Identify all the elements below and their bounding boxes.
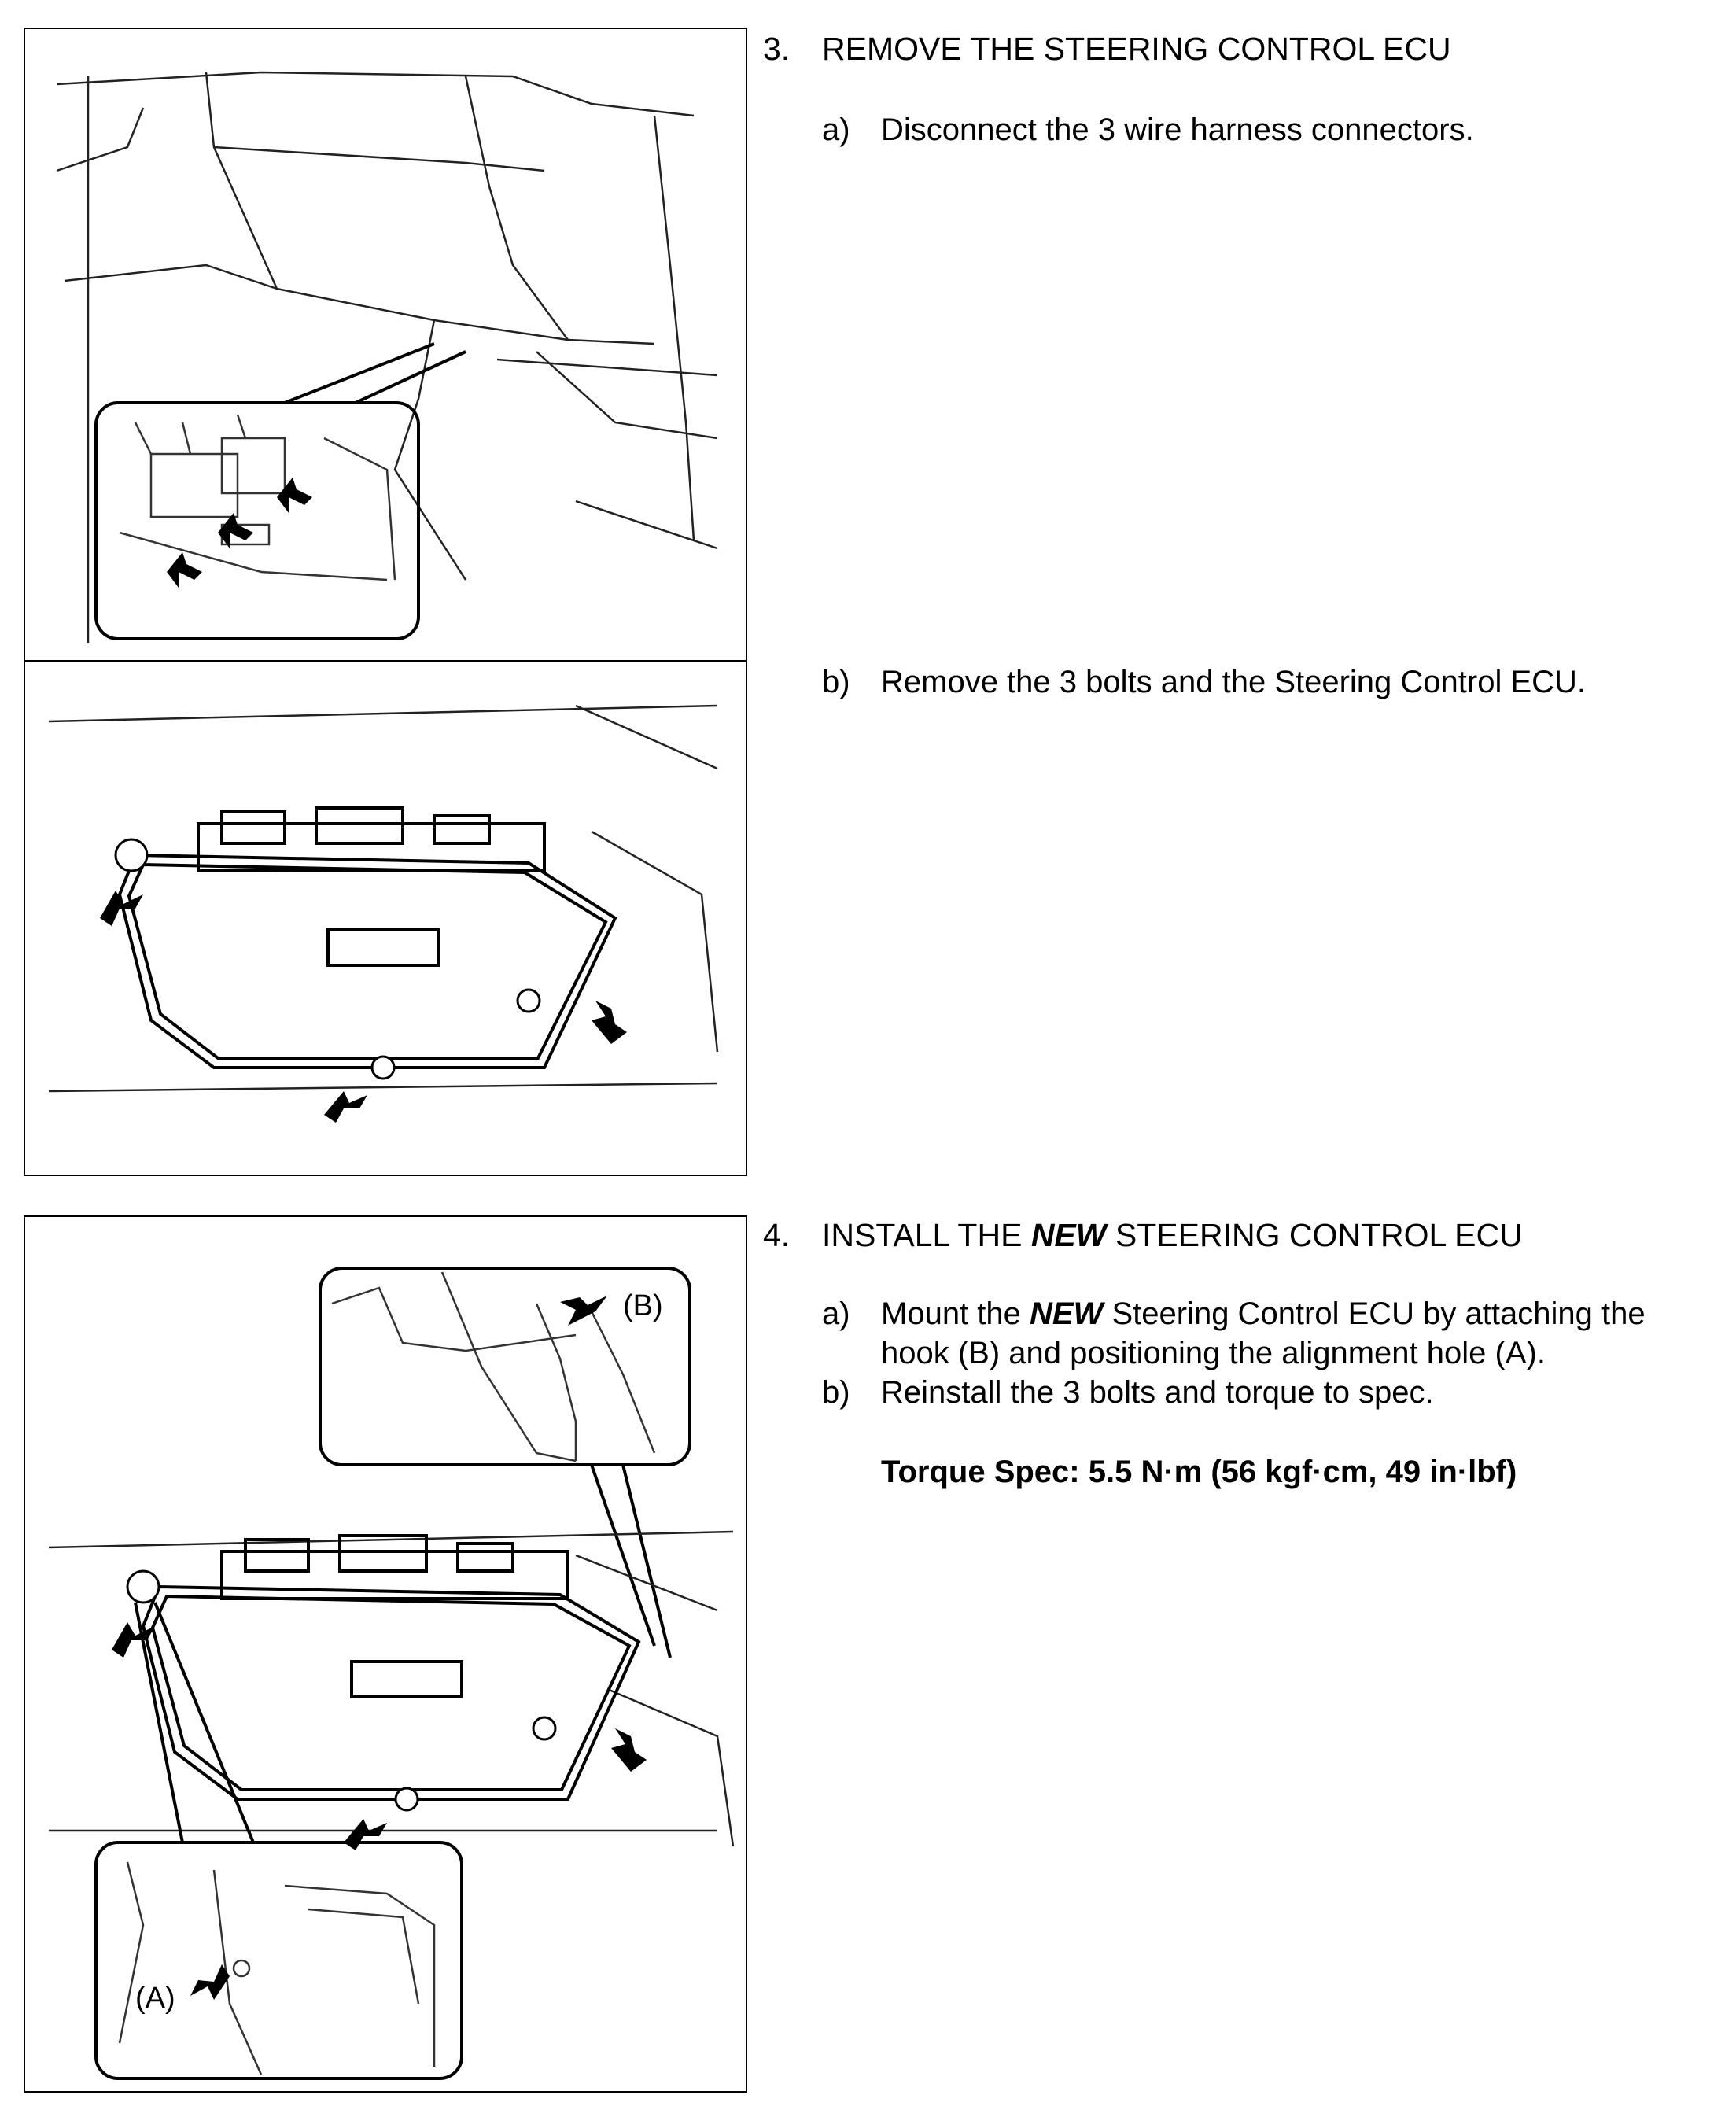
hook-sketch [331, 1271, 656, 1462]
figure-remove-ecu [24, 28, 747, 1176]
step-3a-label: a) [822, 112, 850, 147]
ecu-body [141, 1534, 641, 1801]
ecu-illustration [48, 704, 719, 1093]
arrow-icon [190, 1964, 230, 2000]
step-3-title: REMOVE THE STEERING CONTROL ECU [822, 31, 1451, 67]
ecu-body [117, 806, 617, 1069]
hook-inset [319, 1267, 691, 1466]
step-3b-text: Remove the 3 bolts and the Steering Cont… [881, 665, 1587, 699]
ecu-illustration [48, 1530, 735, 1847]
hole-label: (A) [135, 1982, 175, 2015]
dash-illustration [56, 71, 718, 643]
bolt-icon [114, 838, 541, 1080]
step-3-number: 3. [763, 31, 791, 67]
step-4a: a) Mount the NEW Steering Control ECU by… [822, 1294, 1727, 1373]
hole-sketch [118, 1861, 436, 2075]
step-3a-text: Disconnect the 3 wire harness connectors… [881, 112, 1474, 147]
arrow-icon [560, 1296, 607, 1326]
hole-inset [94, 1841, 463, 2080]
step-4-title: INSTALL THE NEW STEERING CONTROL ECU [822, 1217, 1523, 1253]
step-4b-text: Reinstall the 3 bolts and torque to spec… [881, 1375, 1434, 1410]
connector-inset [94, 342, 466, 640]
connector-sketch [119, 414, 396, 581]
step-4a-emphasis: NEW [1030, 1296, 1104, 1331]
step-4a-label: a) [822, 1296, 850, 1331]
torque-spec: Torque Spec: 5.5 N·m (56 kgf·cm, 49 in·l… [881, 1455, 1517, 1489]
step-4-number: 4. [763, 1217, 791, 1253]
step-4a-text: Mount the NEW Steering Control ECU by at… [881, 1296, 1646, 1331]
arrow-icon [167, 478, 312, 588]
step-4-title-emphasis: NEW [1030, 1217, 1107, 1253]
step-4a-text-line2: hook (B) and positioning the alignment h… [881, 1336, 1546, 1370]
step-3b-label: b) [822, 665, 850, 699]
hook-label: (B) [623, 1289, 663, 1322]
figure-install-ecu: (B) [24, 1215, 747, 2093]
bolt-icon [126, 1569, 557, 1812]
step-4b-label: b) [822, 1375, 850, 1410]
arrow-icon [100, 891, 627, 1123]
arrow-icon [112, 1622, 647, 1850]
